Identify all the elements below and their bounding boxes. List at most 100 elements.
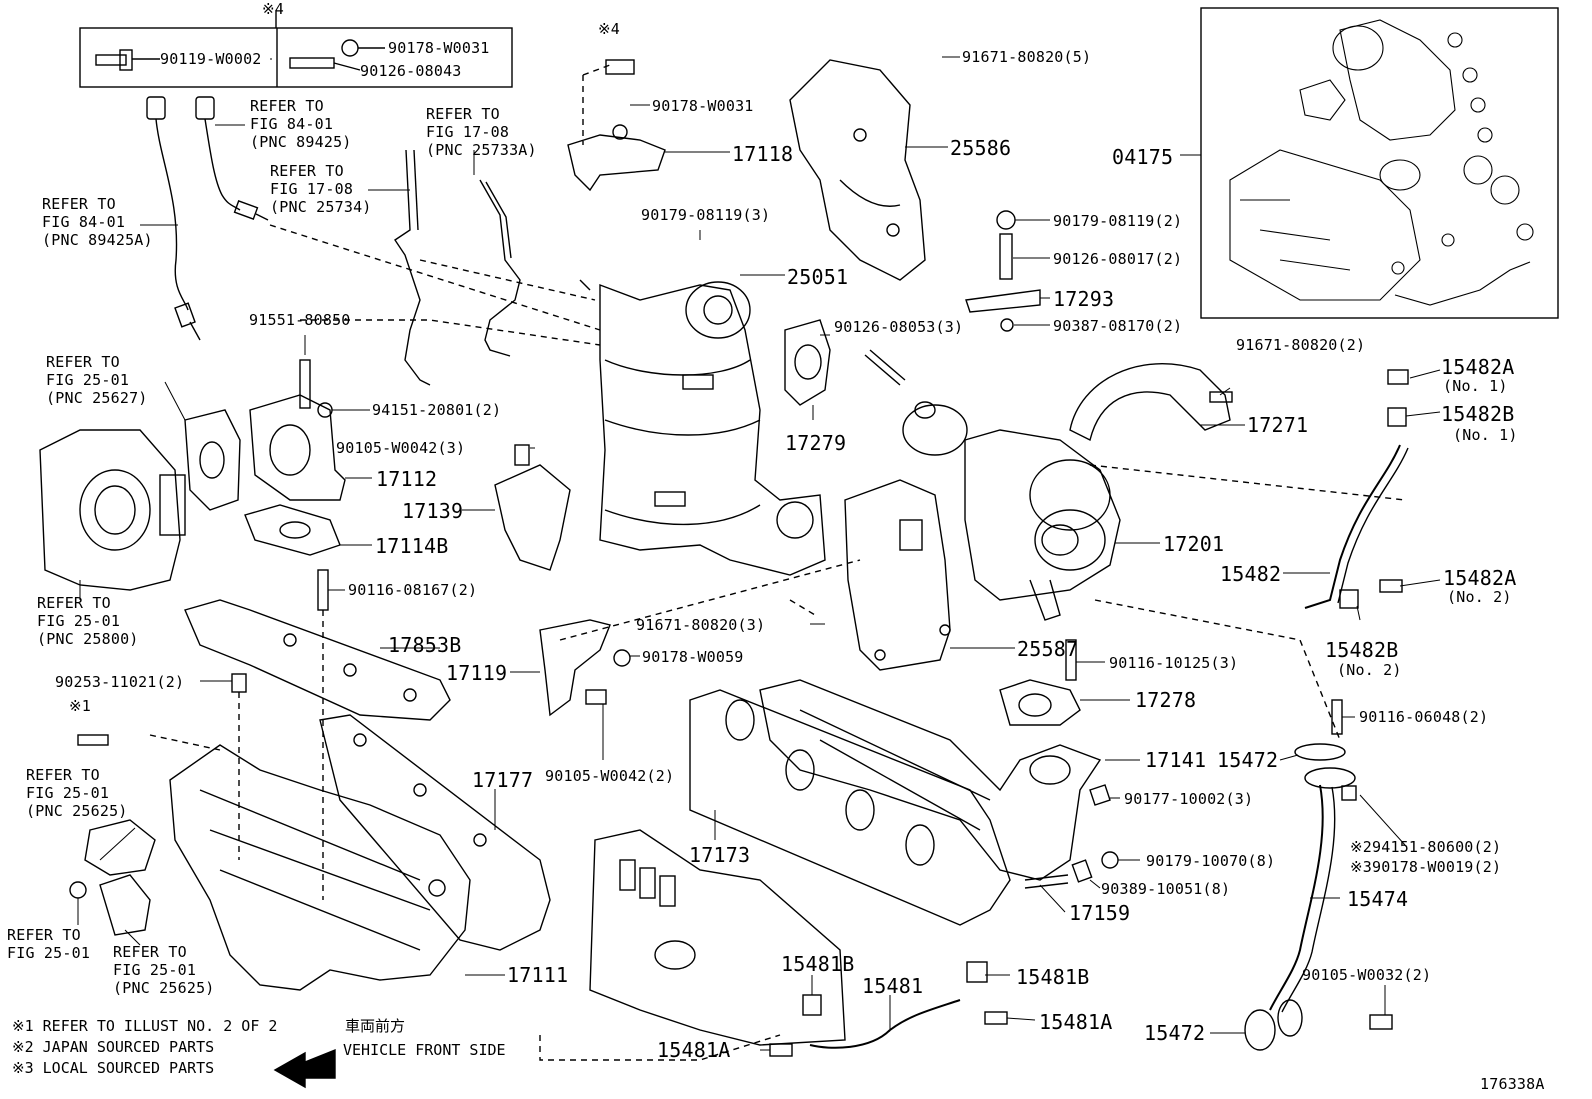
part-90105-w0042-3[interactable]: 90105-W0042(3) bbox=[336, 439, 466, 457]
part-17119[interactable]: 17119 bbox=[446, 661, 508, 685]
part-17114b[interactable]: 17114B bbox=[375, 534, 449, 558]
part-90389-10051-8[interactable]: 90389-10051(8) bbox=[1101, 880, 1231, 898]
part-90116-08167-2[interactable]: 90116-08167(2) bbox=[348, 581, 478, 599]
part-15482[interactable]: 15482 bbox=[1220, 562, 1282, 586]
gasket-17173 bbox=[689, 689, 1011, 926]
vehicle-front-side: VEHICLE FRONT SIDE bbox=[343, 1041, 506, 1059]
part-94151-20801-2[interactable]: 94151-20801(2) bbox=[372, 401, 502, 419]
part-90178-w0059[interactable]: 90178-W0059 bbox=[642, 648, 744, 666]
refer-fig-84-01-a[interactable]: REFER TO FIG 84-01 (PNC 89425) bbox=[250, 97, 352, 151]
refer-fig-25-01-a[interactable]: REFER TO FIG 25-01 (PNC 25627) bbox=[46, 353, 148, 407]
part-25587[interactable]: 25587 bbox=[1017, 637, 1079, 661]
note-2: ※2 JAPAN SOURCED PARTS bbox=[12, 1038, 215, 1056]
part-17279[interactable]: 17279 bbox=[785, 431, 847, 455]
part-15474[interactable]: 15474 bbox=[1347, 887, 1409, 911]
part-15481b-left[interactable]: 15481B bbox=[781, 952, 855, 976]
part-15482a-no2[interactable]: 15482A bbox=[1443, 566, 1517, 590]
part-90116-10125-3[interactable]: 90116-10125(3) bbox=[1109, 654, 1239, 672]
part-90126-08017-2[interactable]: 90126-08017(2) bbox=[1053, 250, 1183, 268]
nut-icon bbox=[341, 39, 359, 57]
heat-shield-17271 bbox=[1069, 363, 1231, 442]
part-17173[interactable]: 17173 bbox=[689, 843, 751, 867]
part-91671-80820-3[interactable]: 91671-80820(3) bbox=[636, 616, 766, 634]
part-15482b-no1[interactable]: 15482B bbox=[1441, 402, 1515, 426]
front-arrow-icon bbox=[273, 1048, 336, 1089]
mark-1: ※1 bbox=[69, 697, 91, 715]
bracket-17118 bbox=[567, 134, 666, 192]
label-no-1-a: (No. 1) bbox=[1443, 377, 1508, 395]
part-15481b-right[interactable]: 15481B bbox=[1016, 965, 1090, 989]
engine-block bbox=[589, 829, 846, 1046]
mark-4-b: ※4 bbox=[598, 20, 620, 38]
insulator-17853B bbox=[184, 599, 451, 721]
part-91671-80820-2[interactable]: 91671-80820(2) bbox=[1236, 336, 1366, 354]
egr-throttle-body bbox=[39, 429, 186, 591]
part-17293[interactable]: 17293 bbox=[1053, 287, 1115, 311]
part-25586[interactable]: 25586 bbox=[950, 136, 1012, 160]
refer-fig-84-01-b[interactable]: REFER TO FIG 84-01 (PNC 89425A) bbox=[42, 195, 153, 249]
part-17853b[interactable]: 17853B bbox=[388, 633, 462, 657]
part-17271[interactable]: 17271 bbox=[1247, 413, 1309, 437]
part-25051[interactable]: 25051 bbox=[787, 265, 849, 289]
label-no-1-b: (No. 1) bbox=[1453, 426, 1518, 444]
part-90105-w0042-2[interactable]: 90105-W0042(2) bbox=[545, 767, 675, 785]
part-17278[interactable]: 17278 bbox=[1135, 688, 1197, 712]
part-90178-w0031-top[interactable]: 90178-W0031 bbox=[388, 39, 490, 57]
part-17139[interactable]: 17139 bbox=[402, 499, 464, 523]
oxygen-sensor-b bbox=[195, 96, 269, 221]
part-04175[interactable]: 04175 bbox=[1112, 145, 1174, 169]
bracket-17139 bbox=[494, 464, 571, 571]
part-17118[interactable]: 17118 bbox=[732, 142, 794, 166]
bracket-17119 bbox=[539, 619, 611, 717]
gasket-17278 bbox=[999, 679, 1081, 726]
part-17141[interactable]: 17141 bbox=[1145, 748, 1207, 772]
part-90105-w0032-2[interactable]: 90105-W0032(2) bbox=[1302, 966, 1432, 984]
refer-fig-25-01-e[interactable]: REFER TO FIG 25-01 (PNC 25625) bbox=[113, 943, 215, 997]
mark-4-a: ※4 bbox=[262, 0, 284, 18]
refer-fig-25-01-c[interactable]: REFER TO FIG 25-01 (PNC 25625) bbox=[26, 766, 128, 820]
part-90179-08119-2[interactable]: 90179-08119(2) bbox=[1053, 212, 1183, 230]
turbo-assembly-inset bbox=[1200, 7, 1559, 319]
refer-fig-25-01-b[interactable]: REFER TO FIG 25-01 (PNC 25800) bbox=[37, 594, 139, 648]
part-15482a-no1[interactable]: 15482A bbox=[1441, 355, 1515, 379]
fastener-box bbox=[79, 27, 513, 88]
oxygen-sensor-a bbox=[146, 96, 201, 341]
refer-fig-17-08-b[interactable]: REFER TO FIG 17-08 (PNC 25733A) bbox=[426, 105, 537, 159]
part-90126-08053-3[interactable]: 90126-08053(3) bbox=[834, 318, 964, 336]
part-91671-80820-5[interactable]: 91671-80820(5) bbox=[962, 48, 1092, 66]
label-no-2-b: (No. 2) bbox=[1337, 661, 1402, 679]
gasket-egr bbox=[184, 409, 241, 511]
part-17111[interactable]: 17111 bbox=[507, 963, 569, 987]
part-90253-11021-2[interactable]: 90253-11021(2) bbox=[55, 673, 185, 691]
part-15481[interactable]: 15481 bbox=[862, 974, 924, 998]
part-15482b-no2[interactable]: 15482B bbox=[1325, 638, 1399, 662]
part-90116-06048-2[interactable]: 90116-06048(2) bbox=[1359, 708, 1489, 726]
refer-fig-17-08-a[interactable]: REFER TO FIG 17-08 (PNC 25734) bbox=[270, 162, 372, 216]
label-no-2-a: (No. 2) bbox=[1447, 588, 1512, 606]
catalytic-converter-25051 bbox=[599, 281, 826, 576]
part-15472-upper[interactable]: 15472 bbox=[1217, 748, 1279, 772]
part-90387-08170-2[interactable]: 90387-08170(2) bbox=[1053, 317, 1183, 335]
part-15481a-left[interactable]: 15481A bbox=[657, 1038, 731, 1062]
stud-icon bbox=[289, 57, 335, 69]
part-90179-08119-3[interactable]: 90179-08119(3) bbox=[641, 206, 771, 224]
part-15481a-right[interactable]: 15481A bbox=[1039, 1010, 1113, 1034]
part-17112[interactable]: 17112 bbox=[376, 467, 438, 491]
part-90179-10070-8[interactable]: 90179-10070(8) bbox=[1146, 852, 1276, 870]
part-94151-80600-2[interactable]: ※294151-80600(2) bbox=[1350, 838, 1502, 856]
part-90126-08043[interactable]: 90126-08043 bbox=[360, 62, 462, 80]
refer-fig-25-01-d[interactable]: REFER TO FIG 25-01 bbox=[7, 926, 91, 962]
part-15472-lower[interactable]: 15472 bbox=[1144, 1021, 1206, 1045]
part-90119-w0002[interactable]: 90119-W0002 bbox=[160, 50, 262, 68]
note-3: ※3 LOCAL SOURCED PARTS bbox=[12, 1059, 215, 1077]
part-90178-w0031-mid[interactable]: 90178-W0031 bbox=[652, 97, 754, 115]
part-17201[interactable]: 17201 bbox=[1163, 532, 1225, 556]
part-90177-10002-3[interactable]: 90177-10002(3) bbox=[1124, 790, 1254, 808]
part-90178-w0019-2[interactable]: ※390178-W0019(2) bbox=[1350, 858, 1502, 876]
bolt-icon bbox=[95, 49, 133, 71]
gasket-17177 bbox=[319, 714, 551, 951]
part-17159[interactable]: 17159 bbox=[1069, 901, 1131, 925]
part-17177[interactable]: 17177 bbox=[472, 768, 534, 792]
part-91551-80850[interactable]: 91551-80850 bbox=[249, 311, 351, 329]
